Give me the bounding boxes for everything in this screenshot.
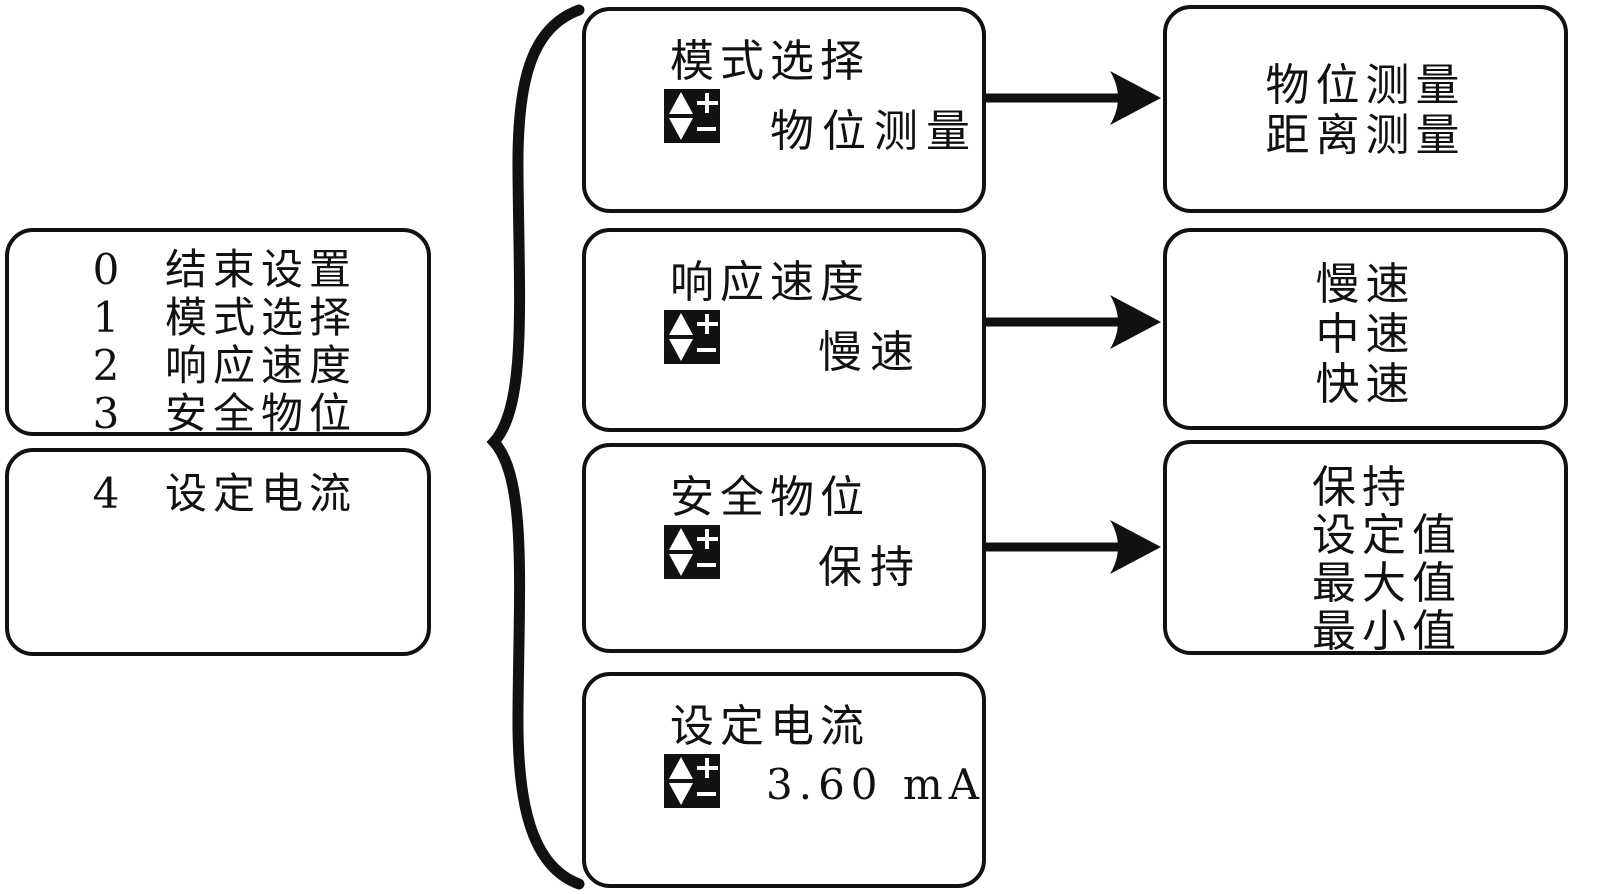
menu-item: 4 设定电流 (9, 470, 427, 518)
menu-item-label: 安全物位 (165, 389, 358, 438)
right-arrow-icon (986, 295, 1161, 349)
menu-item-label: 结束设置 (165, 245, 358, 294)
option-item: 快速 (1315, 359, 1416, 410)
option-item: 慢速 (1315, 259, 1416, 310)
param-value: 3.60 mA (766, 760, 986, 809)
param-screen-set-current: 设定电流 3.60 mA (582, 672, 986, 888)
menu-item-number: 2 (92, 341, 120, 390)
options-box-safe-level: 保持 设定值 最大值 最小值 (1163, 440, 1568, 657)
param-title: 响应速度 (670, 257, 870, 308)
option-item: 最小值 (1312, 606, 1462, 657)
menu-item-number: 0 (92, 245, 120, 294)
menu-item: 1 模式选择 (9, 294, 427, 342)
option-item: 设定值 (1312, 510, 1462, 561)
up-down-plus-minus-icon (664, 310, 720, 364)
menu-item-label: 设定电流 (165, 469, 358, 518)
main-menu-list-page-2: 4 设定电流 (5, 448, 431, 656)
menu-item-number: 3 (92, 389, 120, 438)
option-item: 中速 (1315, 309, 1416, 360)
param-value: 物位测量 (770, 106, 978, 157)
option-item: 物位测量 (1265, 60, 1466, 111)
options-box-mode-select: 物位测量 距离测量 (1163, 5, 1568, 213)
menu-item: 3 安全物位 (9, 390, 427, 438)
right-arrow-icon (986, 71, 1161, 125)
up-down-plus-minus-icon (664, 89, 720, 143)
curly-brace (486, 4, 585, 890)
option-item: 保持 (1312, 462, 1412, 513)
param-title: 设定电流 (670, 701, 870, 752)
menu-item-number: 1 (92, 293, 120, 342)
main-menu-list-page-1: 0 结束设置 1 模式选择 2 响应速度 3 安全物位 (5, 228, 431, 438)
param-screen-mode-select: 模式选择 物位测量 (582, 7, 986, 213)
right-arrow-icon (986, 520, 1161, 574)
up-down-plus-minus-icon (664, 754, 720, 808)
options-box-response-speed: 慢速 中速 快速 (1163, 228, 1568, 430)
param-screen-response-speed: 响应速度 慢速 (582, 228, 986, 432)
option-item: 距离测量 (1265, 110, 1466, 161)
menu-item: 2 响应速度 (9, 342, 427, 390)
menu-item: 0 结束设置 (9, 246, 427, 294)
menu-item-label: 模式选择 (165, 293, 358, 342)
up-down-plus-minus-icon (664, 525, 720, 579)
param-value: 保持 (818, 542, 922, 593)
param-title: 安全物位 (670, 472, 870, 523)
param-title: 模式选择 (670, 36, 870, 87)
param-screen-safe-level: 安全物位 保持 (582, 443, 986, 653)
menu-item-number: 4 (92, 469, 120, 518)
param-value: 慢速 (818, 327, 922, 378)
menu-item-label: 响应速度 (165, 341, 358, 390)
option-item: 最大值 (1312, 558, 1462, 609)
